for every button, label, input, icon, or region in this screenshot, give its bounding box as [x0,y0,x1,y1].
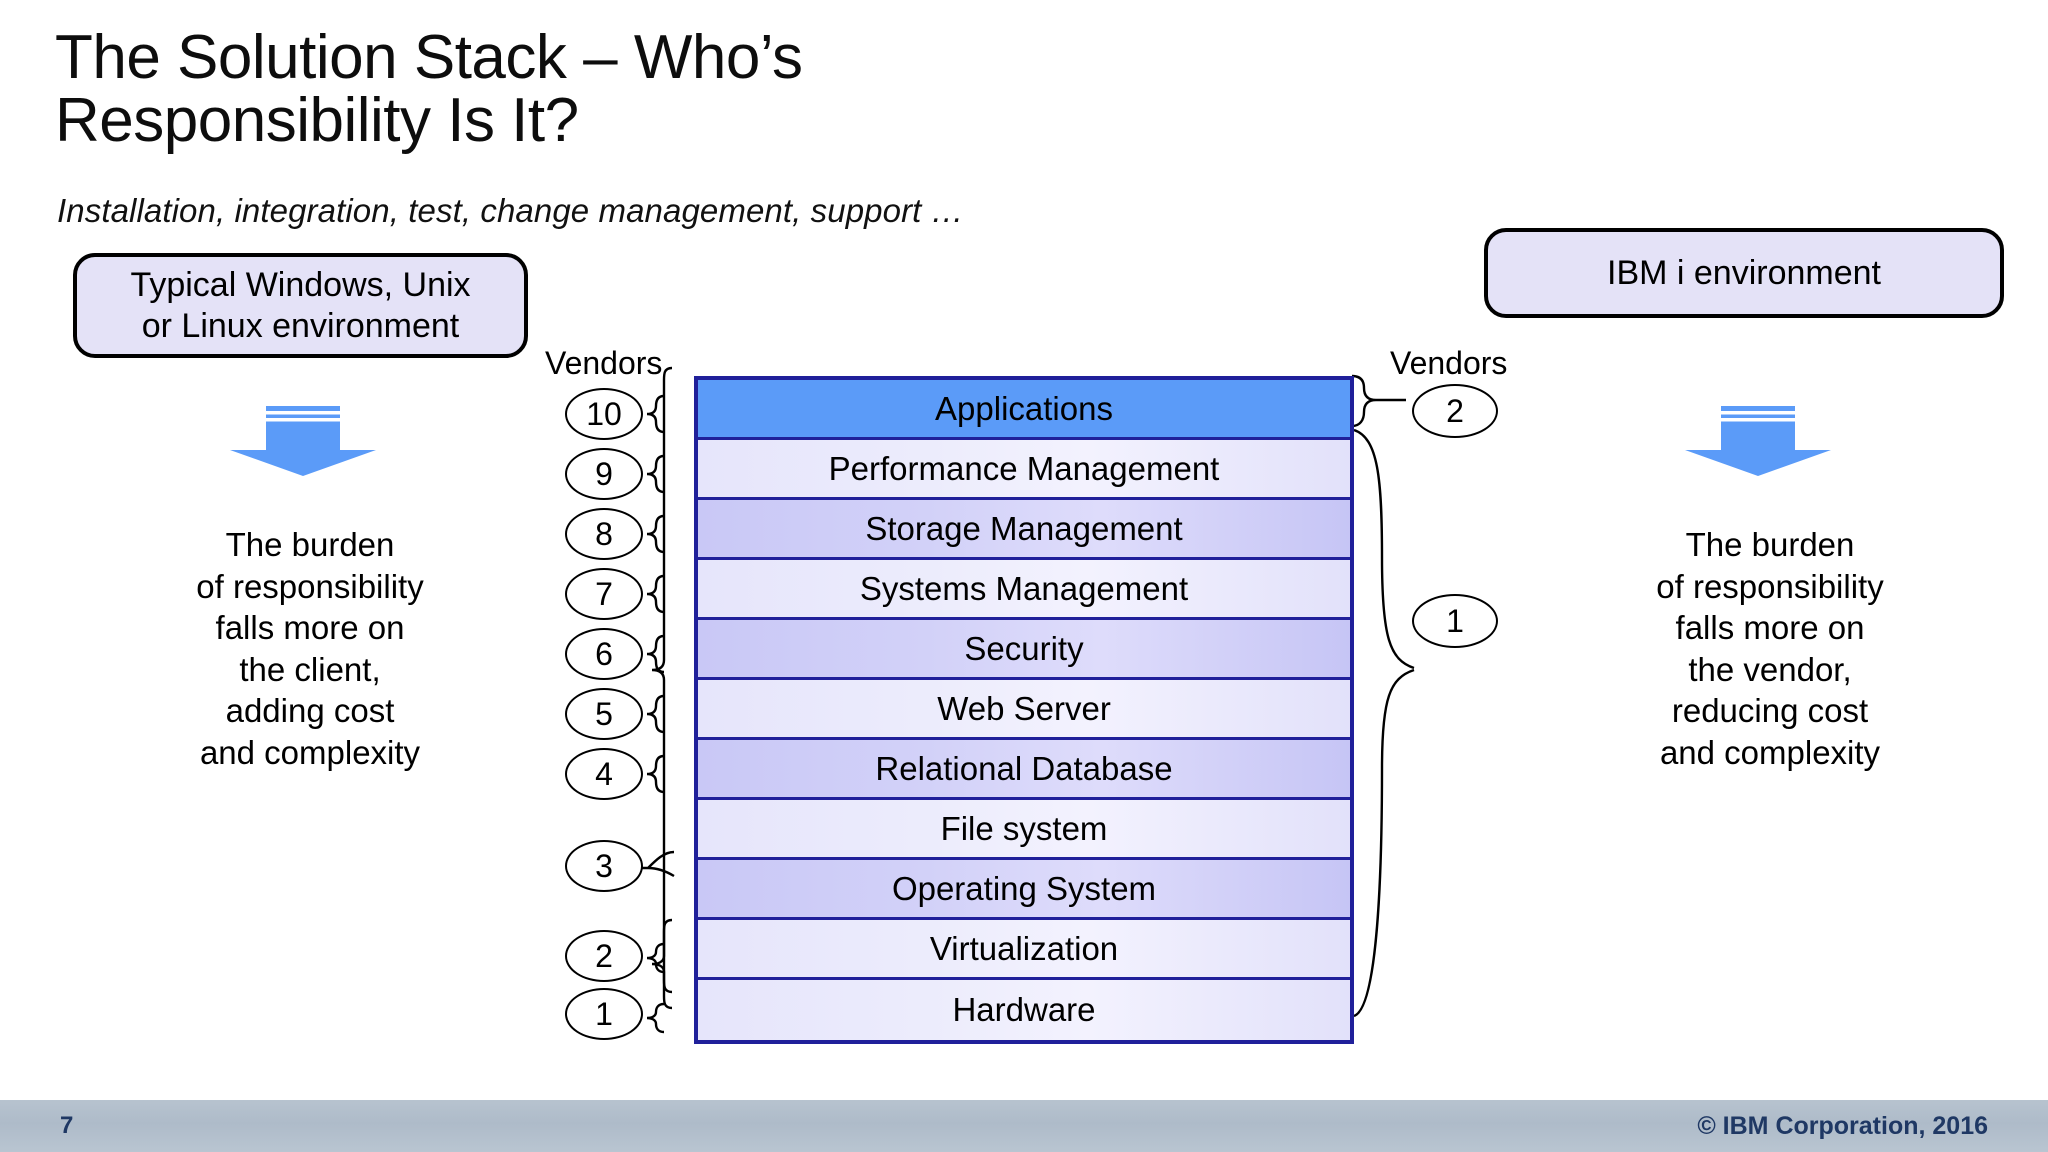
burden-text-vendor: The burden of responsibility falls more … [1560,524,1980,773]
vendor-count-10: 10 [565,388,643,440]
burden-right-line-3: the vendor, [1688,650,1852,688]
page-subtitle: Installation, integration, test, change … [57,192,964,229]
vendor-count-1: 1 [565,988,643,1040]
burden-right-line-5: and complexity [1659,733,1881,771]
callout-left-line-2: or Linux environment [141,306,460,345]
stack-layer-hardware[interactable]: Hardware [698,980,1350,1040]
vendor-count-9: 9 [565,448,643,500]
burden-left-line-2: falls more on [215,609,405,647]
burden-left-line-5: and complexity [199,733,421,771]
stack-layer-applications[interactable]: Applications [698,380,1350,440]
stack-layer-performance-management[interactable]: Performance Management [698,440,1350,500]
burden-left-line-1: of responsibility [196,567,424,605]
vendor-count-right-2: 2 [1412,384,1498,438]
stack-layer-virtualization[interactable]: Virtualization [698,920,1350,980]
vendor-count-7: 7 [565,568,643,620]
callout-left-line-1: Typical Windows, Unix [130,266,471,305]
vendor-count-5: 5 [565,688,643,740]
stack-layer-systems-management[interactable]: Systems Management [698,560,1350,620]
vendor-brace-right [1348,368,1478,1053]
vendor-brace-left [588,360,710,1065]
solution-stack: Applications Performance Management Stor… [694,376,1354,1044]
burden-right-line-1: of responsibility [1656,567,1884,605]
callout-typical-environment: Typical Windows, Unix or Linux environme… [73,253,528,358]
stack-layer-security[interactable]: Security [698,620,1350,680]
burden-text-client: The burden of responsibility falls more … [100,524,520,773]
callout-ibm-i-environment: IBM i environment [1484,228,2004,318]
down-arrow-icon [1683,398,1833,478]
burden-right-line-0: The burden [1685,526,1855,563]
vendors-label-left: Vendors [545,345,663,381]
stack-layer-relational-database[interactable]: Relational Database [698,740,1350,800]
vendor-count-2: 2 [565,930,643,982]
vendor-count-4: 4 [565,748,643,800]
burden-left-line-3: the client, [239,650,381,688]
footer-copyright: © IBM Corporation, 2016 [1697,1112,1988,1140]
vendor-count-right-1: 1 [1412,594,1498,648]
stack-layer-file-system[interactable]: File system [698,800,1350,860]
burden-right-line-4: reducing cost [1671,692,1869,730]
title-line-2: Responsibility Is It? [55,86,579,156]
vendors-label-right: Vendors [1390,345,1508,381]
burden-left-line-4: adding cost [225,692,395,730]
vendor-count-3: 3 [565,840,643,892]
page-title: The Solution Stack – Who’s Responsibilit… [55,23,1355,156]
vendor-count-6: 6 [565,628,643,680]
stack-layer-operating-system[interactable]: Operating System [698,860,1350,920]
down-arrow-icon [228,398,378,478]
vendor-count-8: 8 [565,508,643,560]
footer-page-number: 7 [60,1112,74,1139]
stack-layer-storage-management[interactable]: Storage Management [698,500,1350,560]
stack-layer-web-server[interactable]: Web Server [698,680,1350,740]
burden-right-line-2: falls more on [1675,609,1865,647]
slide-footer: 7 © IBM Corporation, 2016 [0,1100,2048,1152]
burden-left-line-0: The burden [225,526,395,563]
title-line-1: The Solution Stack – Who’s [55,23,803,92]
